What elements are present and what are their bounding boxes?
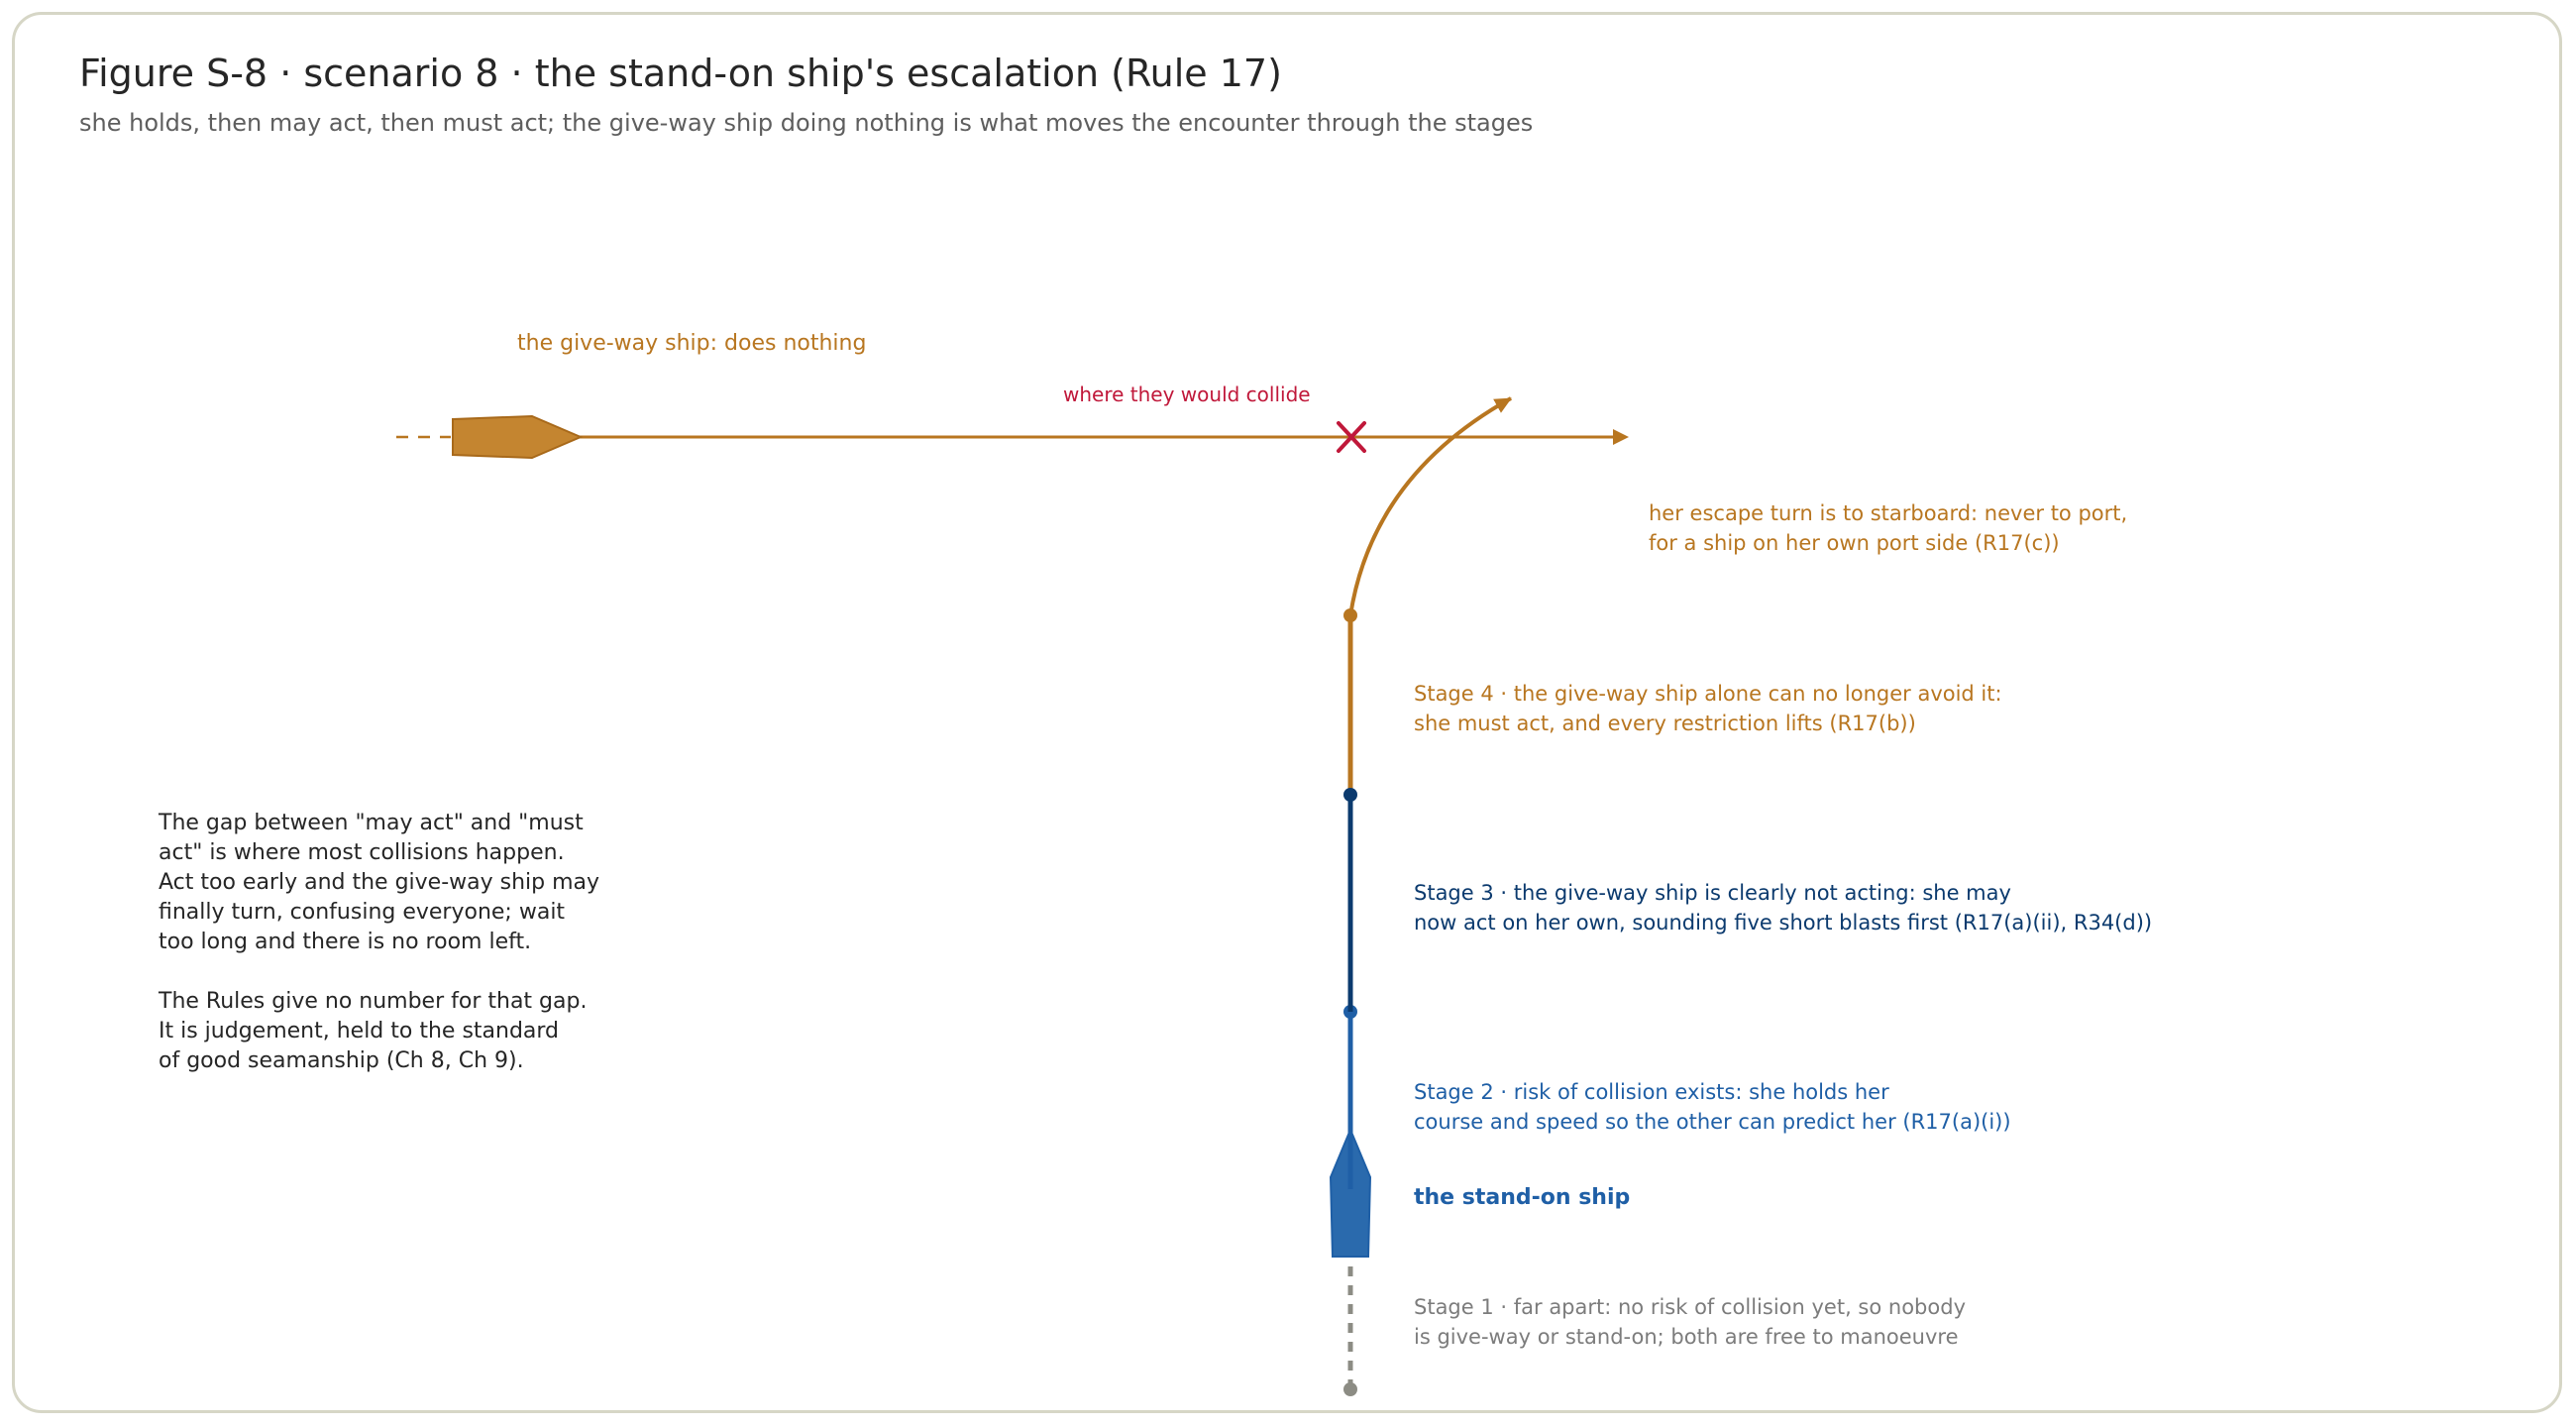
stage2-label: Stage 2 · risk of collision exists: she … [1414,1080,2011,1134]
figure-frame [12,12,2562,1413]
note-paragraph-2: The Rules give no number for that gap. I… [159,989,588,1073]
stand-on-ship [1329,1127,1372,1258]
stage3-label: Stage 3 · the give-way ship is clearly n… [1414,881,2152,934]
seamanship-note: The gap between "may act" and "must act"… [159,809,599,1106]
give-way-track-arrowhead [1613,429,1629,445]
note-paragraph-1: The gap between "may act" and "must act"… [159,811,600,954]
escape-turn-path [1348,396,1512,616]
collision-point-label: where they would collide [1063,383,1311,406]
stage1-label: Stage 1 · far apart: no risk of collisio… [1414,1295,1973,1349]
stage3-end-point [1343,788,1357,802]
stand-on-ship-label: the stand-on ship [1414,1185,1630,1210]
give-way-ship-label: the give-way ship: does nothing [517,331,866,356]
figure-subtitle: she holds, then may act, then must act; … [79,109,1534,137]
stage4-label: Stage 4 · the give-way ship alone can no… [1414,682,2008,735]
stage1-start-point [1343,1382,1357,1396]
collision-point-marker [1337,421,1366,453]
escape-turn-label: her escape turn is to starboard: never t… [1649,501,2134,555]
give-way-ship [452,414,584,460]
figure-title: Figure S-8 · scenario 8 · the stand-on s… [79,52,1282,95]
